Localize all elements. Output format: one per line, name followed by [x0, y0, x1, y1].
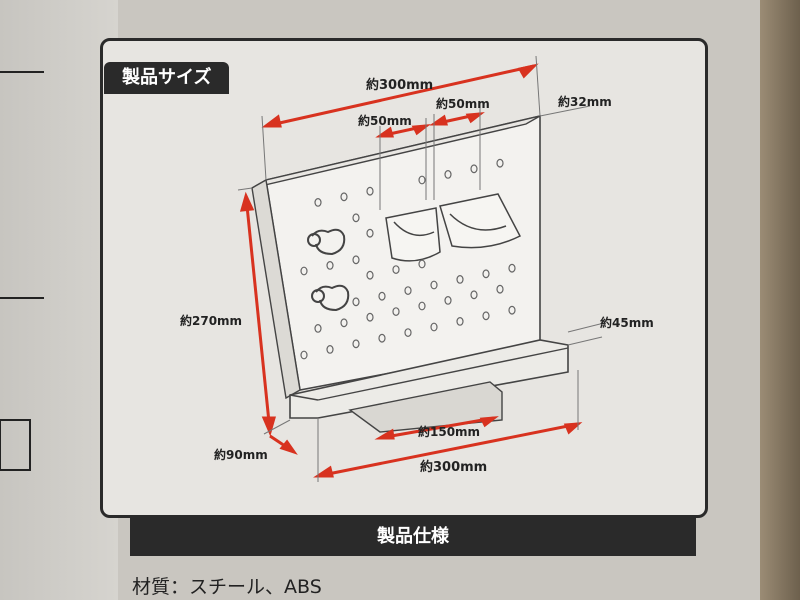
bottom-tray: [289, 339, 569, 419]
peg-hole: [340, 318, 348, 328]
peg-hole: [326, 261, 334, 270]
dim-width-top: 約300mm: [366, 78, 434, 93]
box-right-side: [760, 0, 800, 600]
peg-hole: [430, 280, 438, 290]
peg-hole: [496, 284, 504, 294]
dim-height: 約270mm: [180, 314, 243, 328]
peg-hole: [430, 322, 438, 332]
peg-hole: [300, 266, 308, 276]
peg-hole: [366, 270, 374, 280]
peg-hole: [404, 328, 412, 338]
dim-bottom-depth: 約90mm: [214, 448, 268, 462]
material-text: 材質：スチール、ABS: [132, 576, 322, 598]
base-stand: [348, 381, 503, 433]
peg-hole: [352, 297, 360, 307]
side-edge: [251, 178, 301, 400]
peg-hole: [404, 286, 412, 296]
dimension-lines: [239, 63, 583, 478]
peg-hole: [366, 186, 374, 196]
peg-hole: [470, 290, 478, 300]
hook-upper: [307, 228, 346, 256]
peg-hole: [366, 312, 374, 322]
cup-holder-left: [385, 207, 441, 262]
dim-line-width-bottom: [317, 422, 579, 478]
peg-hole: [340, 192, 348, 202]
dim-depth-top: 約32mm: [558, 95, 612, 109]
box-left-side: [0, 0, 118, 600]
peg-hole: [378, 291, 386, 301]
peg-hole: [314, 197, 322, 207]
product-spec-heading: 製品仕様: [130, 518, 696, 556]
dim-tray-depth: 約45mm: [600, 316, 654, 330]
peg-hole: [496, 158, 504, 168]
box-side-print: [0, 71, 44, 471]
dim-line-width-top: [265, 64, 535, 128]
peg-hole: [418, 175, 426, 185]
peg-hole: [314, 324, 322, 333]
peg-hole: [444, 296, 452, 305]
peg-hole: [378, 333, 386, 343]
extension-lines: [237, 55, 603, 482]
peg-hole: [444, 169, 452, 179]
peg-hole: [456, 317, 464, 326]
peg-hole: [392, 307, 400, 317]
dim-hook-left: 約50mm: [358, 114, 412, 128]
peg-hole: [352, 339, 360, 349]
dim-hook-right: 約50mm: [436, 97, 490, 111]
peg-hole: [366, 228, 374, 238]
dim-line-base: [379, 416, 495, 440]
product-size-heading: 製品サイズ: [104, 62, 230, 94]
peg-hole: [300, 350, 308, 360]
product-size-panel: [100, 38, 708, 518]
hook-lower: [311, 284, 350, 312]
peg-hole: [508, 305, 516, 315]
dim-width-bottom: 約300mm: [420, 460, 488, 475]
peg-hole: [508, 263, 516, 273]
peg-hole: [456, 275, 464, 284]
cup-holder-right: [439, 193, 522, 249]
peg-hole: [352, 213, 360, 223]
dim-line-height: [244, 195, 272, 433]
peg-hole: [418, 301, 426, 311]
peg-hole: [392, 265, 400, 275]
peg-hole: [470, 164, 478, 174]
peg-hole: [418, 259, 426, 269]
dim-base-width: 約150mm: [418, 425, 481, 439]
pegboard-holes: [300, 158, 516, 360]
peg-hole: [326, 345, 334, 354]
peg-hole: [352, 255, 360, 265]
peg-hole: [482, 311, 490, 321]
peg-hole: [482, 269, 490, 279]
